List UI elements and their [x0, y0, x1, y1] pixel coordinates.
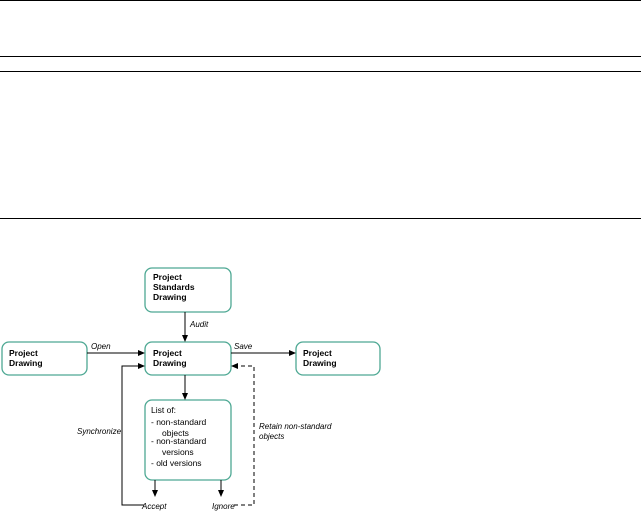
edge-retain-line	[234, 365, 255, 506]
list-line-1: List of:	[151, 405, 176, 415]
node-center-line-2: Drawing	[153, 358, 187, 368]
list-line-5: versions	[162, 447, 194, 457]
edge-ignore-label: Ignore	[212, 502, 235, 511]
node-source-line-1: Project	[9, 348, 38, 358]
list-line-3: objects	[162, 428, 189, 438]
edge-open-arrowhead	[138, 350, 145, 356]
node-standards-line-3: Drawing	[153, 292, 187, 302]
section-rule	[0, 218, 641, 219]
edge-accept-arrowhead	[152, 490, 158, 497]
edge-save: Save	[231, 342, 296, 356]
edge-generate-list-arrowhead	[182, 393, 188, 400]
edge-synchronize-arrowhead	[138, 363, 145, 369]
node-target-line-2: Drawing	[303, 358, 337, 368]
header-rule-upper	[0, 56, 641, 57]
node-target-drawing: Project Drawing	[295, 341, 381, 376]
node-source-box	[1, 341, 88, 376]
edge-save-arrowhead	[289, 350, 296, 356]
edge-open-label: Open	[91, 342, 111, 351]
list-line-4: - non-standard	[151, 436, 207, 446]
edge-retain-arrowhead	[231, 363, 238, 369]
edge-audit-arrowhead	[182, 335, 188, 342]
node-center-line-1: Project	[153, 348, 182, 358]
list-line-2: - non-standard	[151, 417, 207, 427]
edge-synchronize-line	[121, 365, 144, 506]
edge-generate-list	[182, 375, 188, 400]
node-standards-line-1: Project	[153, 272, 182, 282]
edge-open: Open	[87, 342, 145, 356]
edge-retain: Retain non-standard objects	[231, 363, 332, 506]
edge-synchronize-label: Synchronize	[77, 427, 122, 436]
node-list-box	[144, 399, 232, 481]
node-center-box	[144, 341, 232, 376]
edge-synchronize: Synchronize	[77, 363, 145, 506]
node-standards-box	[144, 267, 232, 313]
edge-accept-label: Accept	[141, 502, 167, 511]
edge-accept: Accept	[141, 480, 167, 511]
node-source-line-2: Drawing	[9, 358, 43, 368]
node-issue-list: List of: - non-standard objects - non-st…	[144, 399, 232, 481]
edge-retain-label-line-2: objects	[259, 432, 284, 441]
node-source-drawing: Project Drawing	[1, 341, 88, 376]
edge-save-label: Save	[234, 342, 253, 351]
node-standards-line-2: Standards	[153, 282, 195, 292]
edge-retain-label-line-1: Retain non-standard	[259, 422, 332, 431]
header-rule-lower	[0, 71, 641, 72]
node-standards-drawing: Project Standards Drawing	[144, 267, 232, 313]
node-target-line-1: Project	[303, 348, 332, 358]
edge-ignore-arrowhead	[218, 490, 224, 497]
top-rule	[0, 0, 641, 1]
list-line-6: - old versions	[151, 458, 202, 468]
node-target-box	[295, 341, 381, 376]
edge-ignore: Ignore	[212, 480, 235, 511]
node-center-drawing: Project Drawing	[144, 341, 232, 376]
edge-audit: Audit	[182, 312, 209, 342]
edge-audit-label: Audit	[189, 320, 209, 329]
